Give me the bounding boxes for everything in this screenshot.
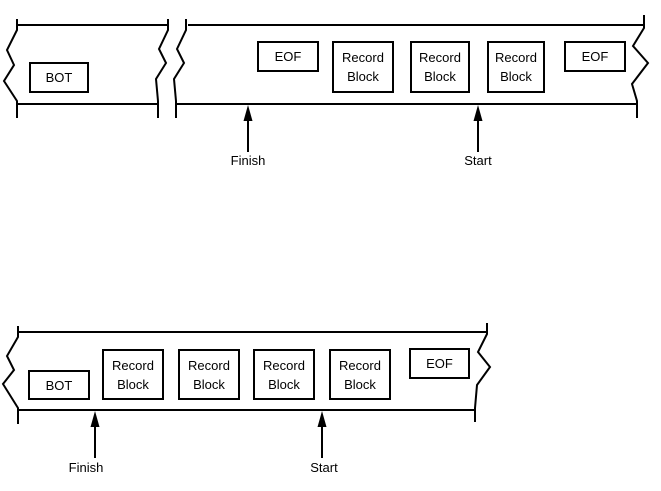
torn-edge-icon bbox=[630, 15, 650, 118]
record-block: Record Block bbox=[178, 349, 240, 400]
bot-block: BOT bbox=[29, 62, 89, 93]
record-block: Record Block bbox=[487, 41, 545, 93]
finish-arrow-icon bbox=[243, 105, 253, 152]
record-block: Record Block bbox=[332, 41, 394, 93]
eof-block: EOF bbox=[564, 41, 626, 72]
record-block: Record Block bbox=[102, 349, 164, 400]
start-label: Start bbox=[310, 460, 338, 475]
eof-block: EOF bbox=[409, 348, 470, 379]
torn-edge-icon bbox=[1, 326, 19, 424]
eof-block: EOF bbox=[257, 41, 319, 72]
finish-arrow-icon bbox=[90, 411, 100, 458]
record-block: Record Block bbox=[253, 349, 315, 400]
start-arrow-icon bbox=[473, 105, 483, 152]
tape-break-icon bbox=[172, 19, 187, 118]
finish-label: Finish bbox=[230, 153, 266, 168]
start-arrow-icon bbox=[317, 411, 327, 458]
record-block: Record Block bbox=[329, 349, 391, 400]
top-tape-outline bbox=[2, 15, 650, 118]
bot-block: BOT bbox=[28, 370, 90, 400]
torn-edge-icon bbox=[474, 323, 492, 422]
record-block: Record Block bbox=[410, 41, 470, 93]
start-label: Start bbox=[464, 153, 492, 168]
torn-edge-icon bbox=[2, 19, 18, 118]
finish-label: Finish bbox=[68, 460, 104, 475]
bottom-tape-outline bbox=[1, 323, 492, 424]
tape-break-icon bbox=[154, 19, 169, 118]
